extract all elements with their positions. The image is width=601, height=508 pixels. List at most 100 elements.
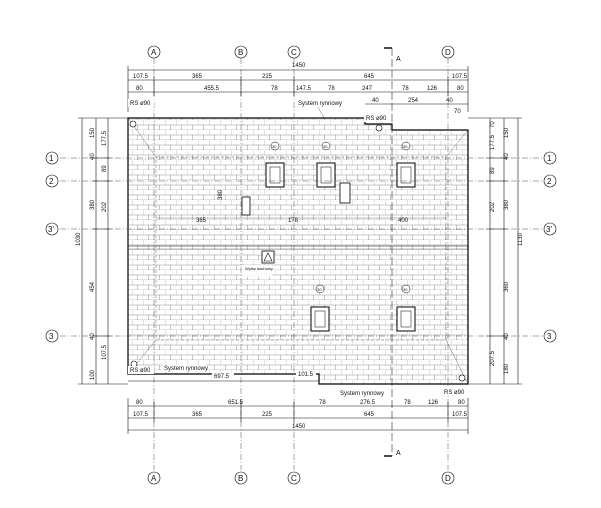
downpipe-icon [129, 120, 137, 128]
gutter-annotations: RS ø90 RS ø90 RS ø90 RS ø90 System rynno… [128, 99, 468, 397]
svg-text:1030: 1030 [76, 232, 82, 246]
svg-text:247: 247 [362, 86, 373, 92]
svg-text:454: 454 [90, 281, 96, 292]
svg-text:400: 400 [398, 218, 409, 224]
svg-text:30: 30 [317, 287, 322, 292]
svg-text:225: 225 [262, 74, 273, 80]
svg-text:225: 225 [262, 412, 273, 418]
downpipe-label: RS ø90 [366, 116, 387, 122]
svg-text:1130: 1130 [518, 232, 524, 246]
roof-window [310, 306, 330, 332]
section-line: A A [384, 47, 401, 457]
svg-text:455.5: 455.5 [204, 86, 220, 92]
bottom-dimensions: 80 651.5 78 276.5 78 126 80 107.5 365 22… [127, 398, 469, 434]
svg-text:30: 30 [403, 287, 408, 292]
svg-text:147.5: 147.5 [296, 86, 312, 92]
left-dimensions: 1030 150 40 380 454 40 100 177.5 89 202 … [76, 117, 128, 385]
svg-text:78: 78 [402, 86, 409, 92]
svg-text:126: 126 [428, 400, 439, 406]
svg-text:40: 40 [372, 98, 379, 104]
svg-text:380: 380 [504, 199, 510, 210]
svg-text:70: 70 [490, 121, 496, 128]
svg-text:365: 365 [192, 74, 203, 80]
svg-text:D: D [445, 474, 451, 483]
roof-window [265, 162, 285, 188]
svg-text:B: B [238, 474, 243, 483]
svg-text:100: 100 [90, 369, 96, 380]
svg-text:107.5: 107.5 [102, 344, 108, 360]
svg-text:178: 178 [288, 218, 299, 224]
svg-text:3: 3 [547, 332, 552, 341]
downpipe-label: RS ø90 [130, 101, 151, 107]
roof-window [396, 162, 416, 188]
svg-text:150: 150 [504, 127, 510, 138]
svg-text:40: 40 [90, 153, 96, 160]
svg-text:2: 2 [547, 177, 552, 186]
svg-text:30: 30 [323, 144, 328, 149]
svg-text:107.5: 107.5 [133, 74, 149, 80]
roof-hatch-label: Wyłaz dachowy [245, 266, 273, 271]
svg-text:3': 3' [48, 225, 54, 234]
axis-grid [60, 58, 542, 470]
svg-text:80: 80 [136, 400, 143, 406]
svg-text:D: D [445, 48, 451, 57]
gutter-label: System rynnowy [164, 366, 208, 372]
svg-text:C: C [291, 48, 297, 57]
svg-text:30: 30 [272, 144, 277, 149]
section-label-top: A [396, 56, 401, 63]
svg-text:3': 3' [546, 225, 552, 234]
svg-text:126: 126 [427, 86, 438, 92]
roof-window [316, 162, 336, 188]
svg-text:177.5: 177.5 [490, 134, 496, 150]
svg-text:380: 380 [218, 189, 224, 200]
svg-text:40: 40 [504, 333, 510, 340]
svg-text:645: 645 [364, 412, 375, 418]
svg-text:2: 2 [49, 177, 54, 186]
svg-text:254: 254 [408, 98, 419, 104]
chimney [339, 182, 351, 204]
eave-dim-mid: 101.5 [298, 372, 314, 378]
svg-text:360: 360 [504, 281, 510, 292]
svg-text:3: 3 [49, 332, 54, 341]
eave-dim-left: 697.5 [214, 374, 230, 380]
downpipe-label: RS ø90 [130, 368, 151, 374]
svg-text:78: 78 [328, 86, 335, 92]
svg-text:276.5: 276.5 [360, 400, 376, 406]
gutter-label: System rynnowy [340, 391, 384, 397]
svg-text:40: 40 [446, 98, 453, 104]
axis-bubbles-left: 1 2 3' 3 [45, 151, 59, 343]
right-dimensions: 1130 150 40 380 360 40 180 70 177.5 89 2… [468, 117, 524, 385]
svg-text:380: 380 [90, 199, 96, 210]
svg-text:89: 89 [490, 167, 496, 174]
svg-text:40: 40 [504, 153, 510, 160]
svg-text:202: 202 [102, 201, 108, 212]
svg-text:1: 1 [547, 154, 552, 163]
svg-text:40: 40 [90, 333, 96, 340]
axis-bubbles-right: 1 2 3' 3 [543, 151, 557, 343]
svg-text:1450: 1450 [292, 63, 306, 69]
svg-text:78: 78 [271, 86, 278, 92]
svg-text:645: 645 [364, 74, 375, 80]
svg-text:78: 78 [319, 400, 326, 406]
svg-text:1450: 1450 [292, 424, 306, 430]
svg-text:80: 80 [458, 400, 465, 406]
svg-text:B: B [238, 48, 243, 57]
downpipe-icon [375, 124, 383, 132]
axis-bubbles-bottom: A B C D [147, 471, 455, 485]
svg-text:80: 80 [136, 86, 143, 92]
downpipe-icon [458, 374, 466, 382]
svg-text:A: A [151, 474, 157, 483]
gutter-label: System rynnowy [298, 101, 342, 107]
top-dimensions: 1450 107.5 365 225 645 107.5 80 455.5 78… [127, 63, 469, 115]
svg-text:107.5: 107.5 [452, 412, 468, 418]
svg-text:365: 365 [192, 412, 203, 418]
svg-text:177.5: 177.5 [102, 130, 108, 146]
roof-hatch [261, 250, 275, 264]
svg-text:365: 365 [196, 218, 207, 224]
roof-surface [127, 117, 469, 385]
svg-text:150: 150 [90, 127, 96, 138]
svg-text:C: C [291, 474, 297, 483]
svg-text:30: 30 [403, 144, 408, 149]
section-label-bottom: A [396, 450, 401, 457]
